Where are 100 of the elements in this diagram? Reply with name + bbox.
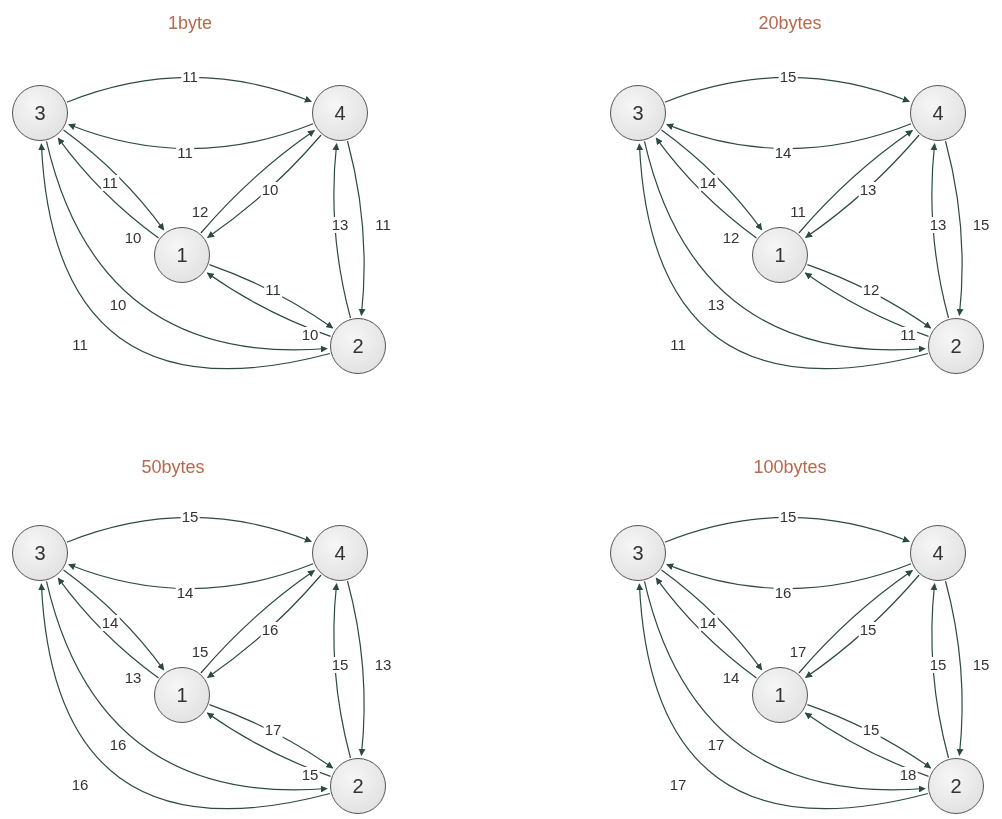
edge-label: 13 [858,182,878,198]
node-circle [910,85,966,141]
arrow [660,129,763,231]
edge-label: 12 [721,230,741,246]
arrow [346,580,366,756]
arrow [208,264,334,329]
edge-label: 14 [721,670,741,686]
edge-label: 11 [669,337,687,353]
arrow [804,712,930,777]
edge-label: 14 [773,145,793,161]
arrow [207,574,322,679]
node-number: 2 [950,334,962,358]
arrow [798,569,913,674]
node-circle [154,667,210,723]
edge-label: 12 [190,204,210,220]
node-circle [610,85,666,141]
arrow [804,272,930,337]
edge-label: 17 [788,644,808,660]
node-circle [910,525,966,581]
arrow [655,577,758,679]
edge-label: 13 [330,217,350,233]
edge-label: 17 [706,737,726,753]
arrow [664,516,910,543]
arrow [806,264,932,329]
arrow [660,569,763,671]
edge-label: 13 [123,670,143,686]
node-number: 1 [176,243,188,267]
node-number: 3 [34,101,46,125]
node-number: 3 [34,541,46,565]
edge-label: 11 [101,175,119,191]
arrow [944,580,964,756]
arrow [206,712,332,777]
edge-label: 11 [374,217,392,233]
node-circle [928,318,984,374]
node-number: 4 [932,101,944,125]
node-circle [154,227,210,283]
edge-label: 14 [698,615,718,631]
edge-label: 16 [108,737,128,753]
node-number: 3 [632,101,644,125]
arrow [666,563,912,590]
node-circle [928,758,984,814]
node-number: 4 [334,101,346,125]
node-number: 2 [950,774,962,798]
panel-title: 1byte [168,12,212,34]
node-circle [312,85,368,141]
node-circle [12,85,68,141]
edge-label: 15 [971,657,991,673]
arrow [57,137,160,239]
arrow [207,134,322,239]
edge-label: 17 [263,722,283,738]
edge-label: 10 [123,230,143,246]
edge-label: 10 [300,327,320,343]
arrow [806,704,932,769]
edge-label: 18 [898,767,918,783]
node-circle [330,758,386,814]
panel-title: 50bytes [141,456,205,478]
panel-title: 100bytes [753,456,827,478]
node-circle [752,667,808,723]
edge-label: 15 [971,217,991,233]
edge-label: 11 [176,145,194,161]
node-number: 2 [352,774,364,798]
edge-label: 16 [773,585,793,601]
arrow [798,129,913,234]
arrow [664,76,910,103]
arrow [655,137,758,239]
edge-label: 14 [698,175,718,191]
node-circle [330,318,386,374]
arrow [805,574,920,679]
arrow [57,577,160,679]
edge-label: 13 [928,217,948,233]
arrow [332,143,352,319]
arrow [944,140,964,316]
edge-label: 15 [858,622,878,638]
edge-label: 16 [260,622,280,638]
edge-label: 15 [861,722,881,738]
edge-label: 15 [300,767,320,783]
edge-label: 13 [706,297,726,313]
node-circle [312,525,368,581]
edge-label: 15 [778,69,798,85]
node-number: 2 [352,334,364,358]
node-number: 1 [774,243,786,267]
arrow [332,583,352,759]
arrow [68,563,314,590]
arrow [208,704,334,769]
edge-label: 16 [70,777,90,793]
edge-label: 14 [100,615,120,631]
edge-label: 15 [778,509,798,525]
node-number: 1 [176,683,188,707]
node-circle [610,525,666,581]
arrow [346,140,366,316]
node-number: 1 [774,683,786,707]
edge-label: 10 [260,182,280,198]
edge-label: 15 [928,657,948,673]
edge-label: 13 [373,657,393,673]
arrow [200,569,315,674]
arrow [805,134,920,239]
arrow [66,516,312,543]
arrow [62,129,165,231]
arrow [930,583,950,759]
arrow [206,272,332,337]
